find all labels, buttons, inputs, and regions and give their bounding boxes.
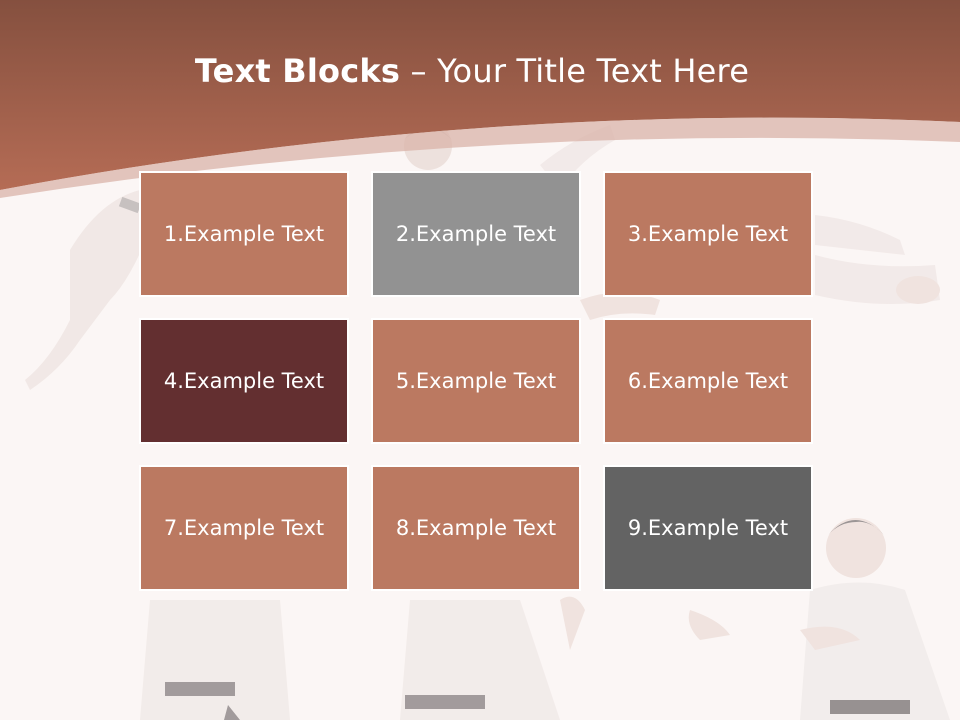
text-block-8-label: 8.Example Text xyxy=(395,516,557,540)
text-block-5: 5.Example Text xyxy=(373,320,579,442)
title-rest-text: Your Title Text Here xyxy=(437,52,750,90)
text-block-6: 6.Example Text xyxy=(605,320,811,442)
text-block-2-label: 2.Example Text xyxy=(395,222,557,246)
text-block-8: 8.Example Text xyxy=(373,467,579,589)
text-block-1: 1.Example Text xyxy=(141,173,347,295)
karate-figures-image xyxy=(25,122,950,720)
text-block-9: 9.Example Text xyxy=(605,467,811,589)
header-band xyxy=(0,0,960,190)
text-block-1-label: 1.Example Text xyxy=(163,222,325,246)
header-swoosh xyxy=(0,117,960,198)
title-dash: – xyxy=(400,52,438,90)
text-block-6-label: 6.Example Text xyxy=(627,369,789,393)
text-block-3-label: 3.Example Text xyxy=(627,222,789,246)
text-block-3: 3.Example Text xyxy=(605,173,811,295)
page-title: Text Blocks – Your Title Text Here xyxy=(0,52,944,90)
text-block-4: 4.Example Text xyxy=(141,320,347,442)
text-block-9-label: 9.Example Text xyxy=(627,516,789,540)
title-bold-text: Text Blocks xyxy=(194,52,401,90)
text-block-5-label: 5.Example Text xyxy=(395,369,557,393)
text-block-7-label: 7.Example Text xyxy=(163,516,325,540)
text-block-2: 2.Example Text xyxy=(373,173,579,295)
text-block-4-label: 4.Example Text xyxy=(163,369,325,393)
text-block-7: 7.Example Text xyxy=(141,467,347,589)
